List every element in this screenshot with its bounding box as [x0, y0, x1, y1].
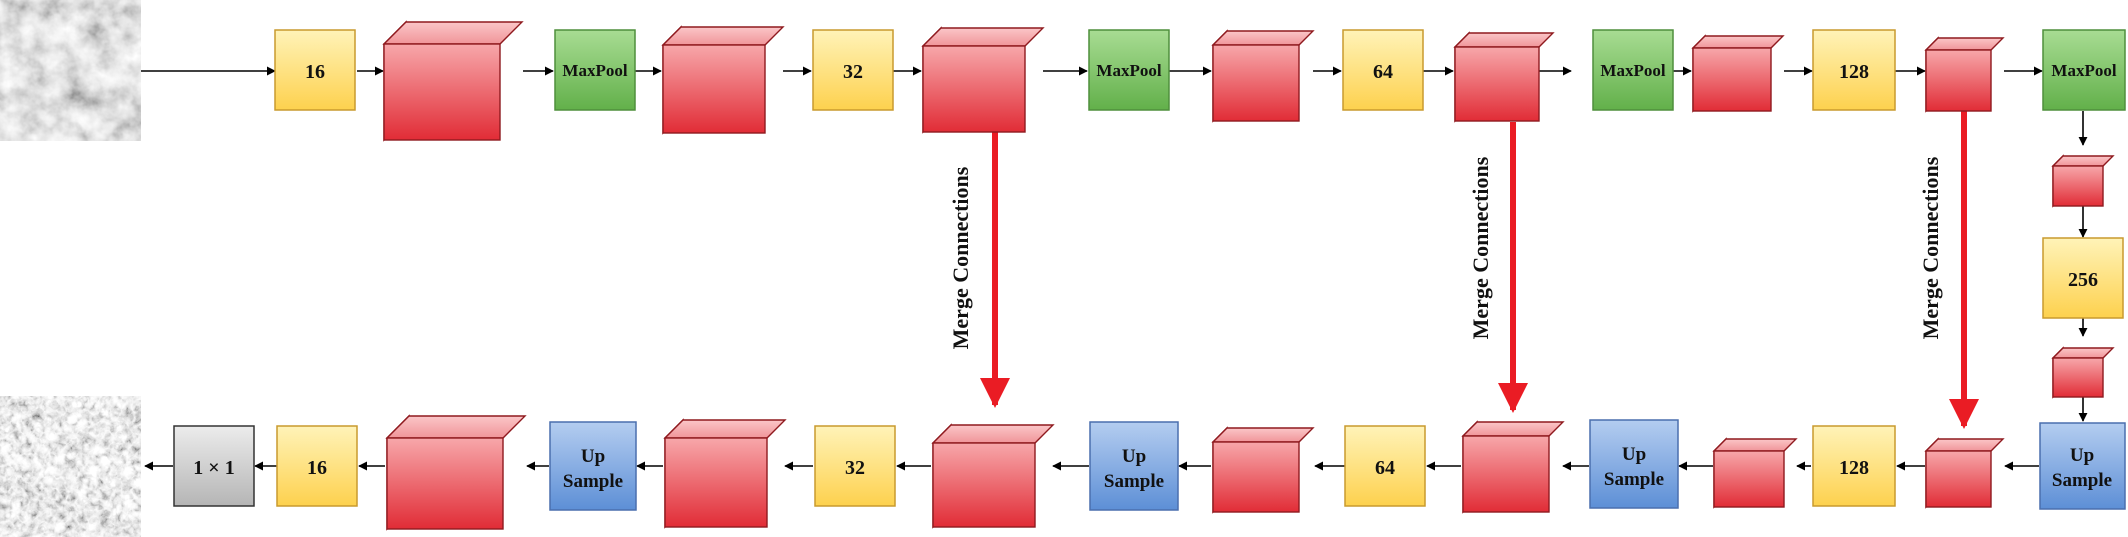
bottleneck-filter-label: 256 — [2068, 269, 2098, 291]
cube-front-face — [387, 438, 503, 529]
cube-top-face — [2053, 348, 2113, 358]
conv-cube — [1213, 31, 1313, 121]
merge-label: Merge Connections — [1468, 156, 1493, 339]
conv-cube — [933, 425, 1053, 527]
conv-cube — [1926, 439, 2003, 507]
cube-top-face — [1714, 439, 1796, 451]
cube-front-face — [1463, 436, 1549, 512]
conv-cube — [2053, 156, 2113, 206]
upsample-box — [2040, 423, 2125, 509]
maxpool-label: MaxPool — [1096, 61, 1161, 80]
cube-top-face — [1693, 36, 1783, 48]
upsample-label-line2: Sample — [2052, 470, 2112, 491]
cube-front-face — [933, 443, 1035, 527]
cube-top-face — [663, 27, 783, 45]
upsample-label-line2: Sample — [1604, 469, 1664, 490]
conv-cube — [663, 27, 783, 133]
cube-top-face — [1926, 38, 2003, 50]
cube-front-face — [1213, 442, 1299, 512]
conv-cube — [1463, 422, 1563, 512]
cube-top-face — [387, 416, 525, 438]
cube-front-face — [1926, 451, 1991, 507]
cube-top-face — [1213, 428, 1313, 442]
merge-label: Merge Connections — [1918, 156, 1943, 339]
conv-cube — [2053, 348, 2113, 397]
upsample-label-line1: Up — [1622, 444, 1646, 465]
cube-front-face — [1926, 50, 1991, 111]
cube-top-face — [1463, 422, 1563, 436]
upsample-label-line2: Sample — [1104, 471, 1164, 492]
filter-label: 64 — [1375, 457, 1395, 479]
conv-cube — [1714, 439, 1796, 507]
cube-top-face — [1926, 439, 2003, 451]
cube-front-face — [923, 46, 1025, 132]
upsample-label-line1: Up — [581, 446, 605, 467]
cube-top-face — [933, 425, 1053, 443]
filter-label: 128 — [1839, 457, 1869, 479]
conv-cube — [1455, 33, 1553, 121]
maxpool-label: MaxPool — [2051, 61, 2116, 80]
maxpool-label: MaxPool — [1600, 61, 1665, 80]
cube-top-face — [1455, 33, 1553, 47]
conv-cube — [1926, 38, 2003, 111]
conv-cube — [384, 22, 522, 140]
output-image — [0, 396, 141, 537]
cube-front-face — [1455, 47, 1539, 121]
conv-cube — [1693, 36, 1783, 111]
output-conv-label: 1 × 1 — [193, 457, 234, 479]
cube-top-face — [2053, 156, 2113, 166]
cube-front-face — [1714, 451, 1784, 507]
upsample-label-line2: Sample — [563, 471, 623, 492]
cube-front-face — [663, 45, 765, 133]
upsample-label-line1: Up — [2070, 445, 2094, 466]
conv-cube — [387, 416, 525, 529]
cube-top-face — [1213, 31, 1313, 45]
conv-cube — [1213, 428, 1313, 512]
cube-top-face — [923, 28, 1043, 46]
filter-label: 32 — [845, 457, 865, 479]
filter-label: 128 — [1839, 61, 1869, 83]
conv-cube — [665, 420, 785, 527]
cube-top-face — [665, 420, 785, 438]
cube-front-face — [384, 44, 500, 140]
input-image — [0, 0, 141, 141]
upsample-label-line1: Up — [1122, 446, 1146, 467]
cube-front-face — [1693, 48, 1771, 111]
merge-label: Merge Connections — [948, 166, 973, 349]
cube-front-face — [1213, 45, 1299, 121]
filter-label: 16 — [307, 457, 327, 479]
filter-label: 64 — [1373, 61, 1393, 83]
filter-label: 16 — [305, 61, 325, 83]
filter-label: 32 — [843, 61, 863, 83]
cube-front-face — [2053, 358, 2103, 397]
cube-front-face — [665, 438, 767, 527]
maxpool-label: MaxPool — [562, 61, 627, 80]
cube-top-face — [384, 22, 522, 44]
conv-cube — [923, 28, 1043, 132]
cube-front-face — [2053, 166, 2103, 206]
